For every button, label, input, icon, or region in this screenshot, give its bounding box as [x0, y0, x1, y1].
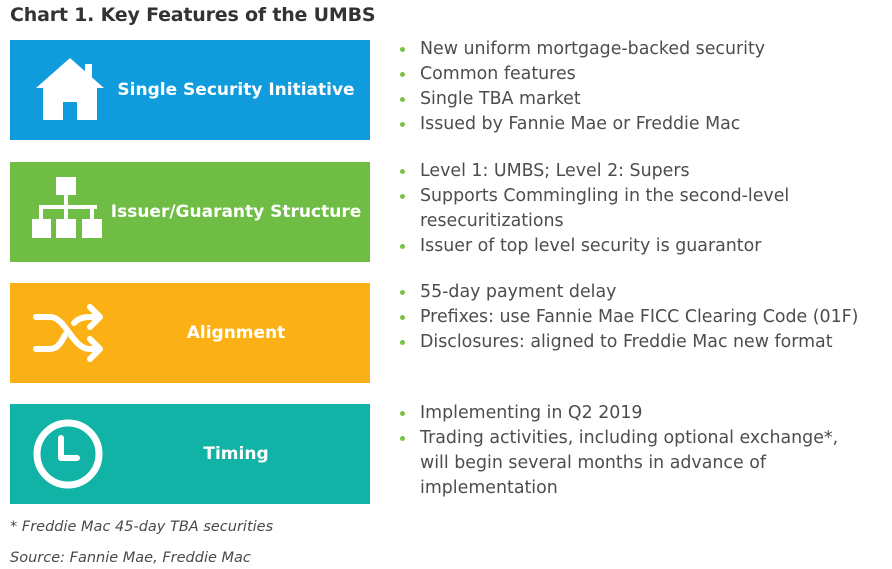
feature-box: Issuer/Guaranty Structure	[10, 162, 370, 262]
feature-row-issuer-guaranty: Issuer/Guaranty Structure Level 1: UMBS;…	[10, 159, 872, 262]
feature-label: Issuer/Guaranty Structure	[110, 202, 362, 222]
feature-box: Single Security Initiative	[10, 40, 370, 140]
bullet-item: Issued by Fannie Mae or Freddie Mac	[398, 112, 878, 137]
bullet-item: Common features	[398, 62, 878, 87]
feature-label: Alignment	[186, 323, 286, 343]
feature-row-alignment: Alignment 55-day payment delay Prefixes:…	[10, 282, 872, 383]
bullet-item: Trading activities, including optional e…	[398, 426, 853, 501]
hierarchy-icon	[32, 177, 102, 238]
bullet-item: Disclosures: aligned to Freddie Mac new …	[398, 330, 878, 355]
bullet-list: 55-day payment delay Prefixes: use Fanni…	[398, 280, 878, 355]
feature-label: Single Security Initiative	[117, 80, 355, 100]
clock-icon	[33, 419, 103, 489]
bullet-item: Single TBA market	[398, 87, 878, 112]
bullet-list: Level 1: UMBS; Level 2: Supers Supports …	[398, 159, 838, 259]
feature-row-single-security: Single Security Initiative New uniform m…	[10, 39, 872, 140]
feature-label: Timing	[203, 444, 269, 464]
bullet-item: Supports Commingling in the second-level…	[398, 184, 838, 234]
bullet-item: Prefixes: use Fannie Mae FICC Clearing C…	[398, 305, 878, 330]
chart-title: Chart 1. Key Features of the UMBS	[10, 4, 376, 26]
feature-box: Alignment	[10, 283, 370, 383]
bullet-item: Implementing in Q2 2019	[398, 401, 853, 426]
source-note: Source: Fannie Mae, Freddie Mac	[10, 550, 251, 566]
feature-box: Timing	[10, 404, 370, 504]
shuffle-arrows-icon	[33, 304, 103, 362]
bullet-item: 55-day payment delay	[398, 280, 878, 305]
bullet-list: Implementing in Q2 2019 Trading activiti…	[398, 401, 853, 501]
bullet-item: Level 1: UMBS; Level 2: Supers	[398, 159, 838, 184]
house-icon	[36, 58, 104, 120]
footnote: * Freddie Mac 45-day TBA securities	[10, 519, 274, 535]
feature-row-timing: Timing Implementing in Q2 2019 Trading a…	[10, 401, 872, 504]
bullet-item: Issuer of top level security is guaranto…	[398, 234, 838, 259]
bullet-item: New uniform mortgage-backed security	[398, 37, 878, 62]
bullet-list: New uniform mortgage-backed security Com…	[398, 37, 878, 137]
